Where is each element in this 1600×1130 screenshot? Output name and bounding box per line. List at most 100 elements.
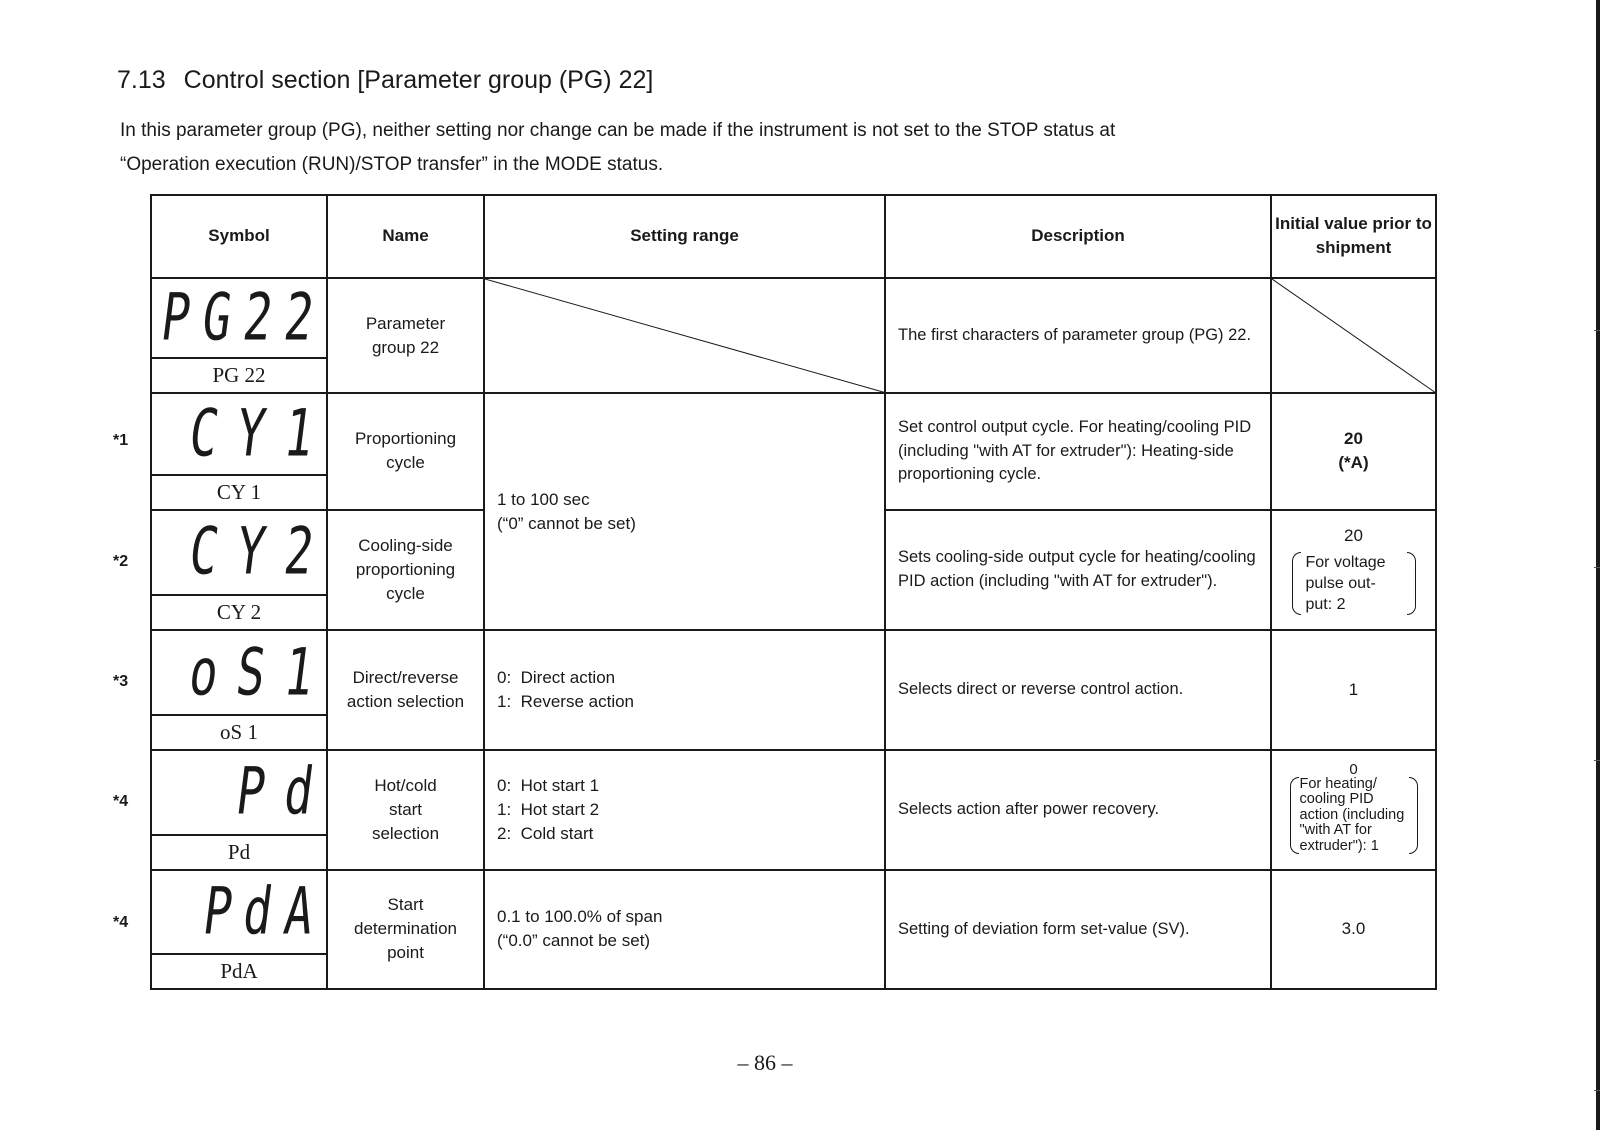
header-name: Name xyxy=(326,194,485,279)
table-header-row: Symbol Name Setting range Description In… xyxy=(150,194,1437,279)
footnote-marker: *4 xyxy=(113,793,129,810)
range-line: (“0.0” cannot be set) xyxy=(497,931,651,951)
initial-value: 1 xyxy=(1348,680,1359,700)
diagonal-slash xyxy=(485,279,884,392)
table-row: P d A PdA Start determination point 0.1 … xyxy=(150,868,1437,991)
footnote-marker: *3 xyxy=(113,673,129,690)
scan-tick xyxy=(1594,330,1600,331)
symbol-label: PdA xyxy=(220,959,258,983)
range-line: (“0” cannot be set) xyxy=(497,513,636,533)
intro-paragraph: In this parameter group (PG), neither se… xyxy=(120,114,1410,182)
scan-edge-line xyxy=(1596,0,1600,1130)
table-row: o S 1 oS 1 Direct/reverse action selecti… xyxy=(150,628,1437,752)
parameter-name: Parameter group 22 xyxy=(365,313,446,357)
lcd-display: C Y 2 xyxy=(152,511,326,596)
parameter-name: Start determination point xyxy=(353,895,457,963)
lcd-char: S xyxy=(232,635,274,711)
section-heading: 7.13 Control section [Parameter group (PG… xyxy=(117,66,653,95)
initial-cell: 3.0 xyxy=(1270,868,1437,991)
initial-note: For voltage pulse out- put: 2 xyxy=(1291,551,1416,615)
symbol-label: Pd xyxy=(227,839,251,864)
lcd-char: Y xyxy=(232,514,274,590)
lcd-char: G xyxy=(197,280,240,356)
lcd-char: o xyxy=(185,635,227,711)
description-cell: Selects action after power recovery. xyxy=(884,749,1272,871)
symbol-cell: P d Pd xyxy=(150,749,328,871)
lcd-char: 2 xyxy=(279,280,321,356)
scan-tick xyxy=(1594,567,1600,568)
range-line: 1: Hot start 2 xyxy=(497,799,600,819)
description-cell: Setting of deviation form set-value (SV)… xyxy=(884,868,1272,991)
diagonal-slash xyxy=(1272,279,1435,392)
initial-cell: 1 xyxy=(1270,628,1437,752)
initial-cell: 20 (*A) xyxy=(1270,392,1437,511)
initial-note: For heating/ cooling PID action (includi… xyxy=(1289,776,1418,855)
symbol-label: CY 1 xyxy=(216,479,262,504)
range-cell: 0: Hot start 1 1: Hot start 2 2: Cold st… xyxy=(483,749,886,871)
header-description: Description xyxy=(884,194,1272,279)
lcd-char: P xyxy=(157,280,199,356)
initial-note-text: For voltage pulse out- put: 2 xyxy=(1305,553,1386,613)
lcd-display: C Y 1 xyxy=(152,394,326,476)
section-title: Control section [Parameter group (PG) 22… xyxy=(183,66,654,94)
footnote-marker: *2 xyxy=(113,553,129,570)
table-row: P d Pd Hot/cold start selection 0: Hot s… xyxy=(150,749,1437,871)
name-cell: Start determination point xyxy=(326,868,485,991)
symbol-label: PG 22 xyxy=(212,363,266,388)
lcd-display: P G 2 2 xyxy=(152,279,326,360)
range-line: 1 to 100 sec xyxy=(497,489,590,509)
range-cell: 0.1 to 100.0% of span (“0.0” cannot be s… xyxy=(483,868,886,991)
parameter-name: Hot/cold start selection xyxy=(371,775,440,843)
scan-tick xyxy=(1594,760,1600,761)
scan-tick xyxy=(1594,1090,1600,1091)
name-cell: Direct/reverse action selection xyxy=(326,628,485,752)
lcd-char: C xyxy=(185,514,227,590)
lcd-display: o S 1 xyxy=(152,631,326,717)
footnote-marker: *4 xyxy=(113,914,129,931)
symbol-cell: C Y 2 CY 2 xyxy=(150,508,328,631)
intro-line-2: “Operation execution (RUN)/STOP transfer… xyxy=(120,154,664,175)
lcd-char: P xyxy=(199,874,241,950)
section-number: 7.13 xyxy=(117,66,166,94)
name-cell: Cooling-side proportioning cycle xyxy=(326,508,485,631)
lcd-display: P d xyxy=(152,751,326,836)
symbol-cell: P G 2 2 PG 22 xyxy=(150,276,328,395)
parameter-name: Cooling-side proportioning cycle xyxy=(355,535,456,603)
range-line: 2: Cold start xyxy=(497,823,594,843)
initial-cell-empty xyxy=(1270,276,1437,395)
lcd-display: P d A xyxy=(152,871,326,955)
range-cell: 1 to 100 sec (“0” cannot be set) xyxy=(483,392,886,631)
page-number: – 86 – xyxy=(737,1050,793,1075)
description-cell: Selects direct or reverse control action… xyxy=(884,628,1272,752)
lcd-char: 1 xyxy=(279,396,321,472)
initial-cell: 0 For heating/ cooling PID action (inclu… xyxy=(1270,749,1437,871)
initial-value: 0 xyxy=(1349,760,1358,778)
symbol-label: CY 2 xyxy=(216,599,262,624)
lcd-char: C xyxy=(185,396,227,472)
lcd-char: P xyxy=(232,754,274,830)
range-cell: 0: Direct action 1: Reverse action xyxy=(483,628,886,752)
parameter-name: Direct/reverse action selection xyxy=(346,668,465,712)
initial-value: 20 xyxy=(1344,525,1363,545)
name-cell: Proportioning cycle xyxy=(326,392,485,511)
lcd-char: 1 xyxy=(279,635,321,711)
range-line: 0.1 to 100.0% of span xyxy=(497,907,663,927)
range-cell-empty xyxy=(483,276,886,395)
parameter-table: Symbol Name Setting range Description In… xyxy=(150,194,1437,991)
name-cell: Hot/cold start selection xyxy=(326,749,485,871)
lcd-char: 2 xyxy=(238,280,281,356)
range-line: 1: Reverse action xyxy=(497,692,635,712)
description-cell: The first characters of parameter group … xyxy=(884,276,1272,395)
description-cell: Set control output cycle. For heating/co… xyxy=(884,392,1272,511)
initial-value: 3.0 xyxy=(1341,919,1366,939)
lcd-char: 2 xyxy=(279,514,321,590)
lcd-char: d xyxy=(239,874,281,950)
header-initial-value: Initial value prior to shipment xyxy=(1270,194,1437,279)
initial-cell: 20 For voltage pulse out- put: 2 xyxy=(1270,508,1437,631)
symbol-cell: o S 1 oS 1 xyxy=(150,628,328,752)
table-row: C Y 2 CY 2 Cooling-side proportioning cy… xyxy=(150,508,1437,631)
header-symbol: Symbol xyxy=(150,194,328,279)
lcd-char: Y xyxy=(232,396,274,472)
symbol-cell: C Y 1 CY 1 xyxy=(150,392,328,511)
name-cell: Parameter group 22 xyxy=(326,276,485,395)
